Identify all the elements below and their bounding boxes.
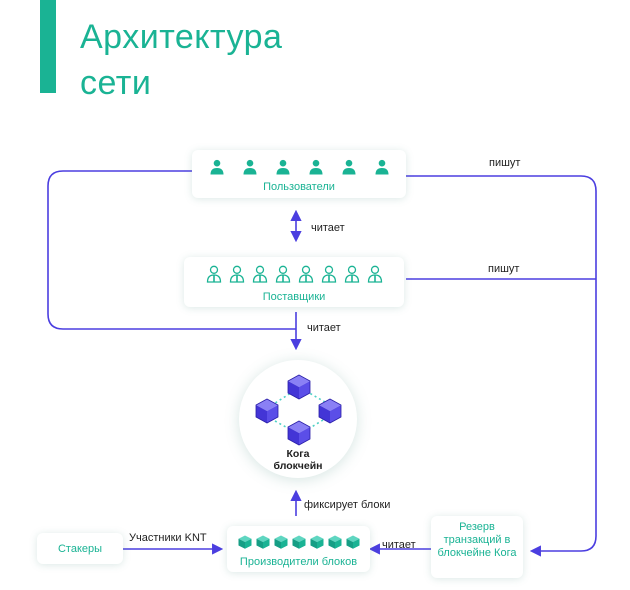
blockchain-cubes (255, 374, 342, 446)
blockchain-label-line-1: Кога (286, 448, 310, 460)
provider-icon (321, 265, 336, 283)
block-icon (274, 535, 287, 549)
block-icon (255, 398, 279, 424)
user-icon (309, 159, 322, 175)
page-title-line-2: сети (80, 64, 152, 102)
edge-label-stakers-producers: Участники KNT (129, 532, 207, 544)
users-node: Пользователи (192, 150, 406, 198)
provider-icon (275, 265, 290, 283)
provider-icon (252, 265, 267, 283)
users-label: Пользователи (263, 181, 335, 193)
producers-icons (227, 535, 370, 549)
providers-icons (184, 265, 404, 283)
block-icon (287, 374, 311, 400)
edge-label-providers-blockchain: читает (307, 322, 341, 334)
edge-label-providers-reserve: пишут (488, 263, 520, 275)
page-title-line-1: Архитектура (80, 18, 283, 56)
provider-icon (229, 265, 244, 283)
reserve-node: Резерв транзакций в блокчейне Кога (431, 516, 523, 578)
edge-label-producers-blockchain: фиксирует блоки (304, 499, 391, 511)
edge-users-blockchain-loop (47, 170, 296, 330)
stakers-label: Стакеры (57, 543, 103, 555)
edge-label-users-reserve: пишут (489, 157, 521, 169)
block-icon (256, 535, 269, 549)
block-icon (238, 535, 251, 549)
block-icon (287, 420, 311, 446)
provider-icon (344, 265, 359, 283)
edge-label-reserve-producers: читает (382, 539, 416, 551)
reserve-label-line-2: транзакций в (443, 534, 511, 546)
user-icon (375, 159, 388, 175)
stakers-node: Стакеры (37, 533, 123, 564)
producers-label: Производители блоков (239, 556, 358, 568)
providers-node: Поставщики (184, 257, 404, 307)
reserve-label-line-3: блокчейне Кога (437, 547, 517, 559)
user-icon (342, 159, 355, 175)
user-icon (276, 159, 289, 175)
block-icon (310, 535, 323, 549)
edge-label-users-providers: читает (311, 222, 345, 234)
reserve-label: Резерв транзакций в блокчейне Кога (431, 521, 523, 560)
provider-icon (367, 265, 382, 283)
providers-label: Поставщики (262, 291, 326, 303)
provider-icon (206, 265, 221, 283)
blockchain-node: Кога блокчейн (239, 360, 357, 478)
user-icon (210, 159, 223, 175)
blockchain-label: Кога блокчейн (239, 448, 357, 472)
blockchain-label-line-2: блокчейн (273, 460, 323, 472)
block-icon (318, 398, 342, 424)
title-accent-bar (40, 0, 56, 93)
users-icons (192, 159, 406, 175)
block-icon (292, 535, 305, 549)
page-title: Архитектура сети (80, 14, 282, 106)
reserve-label-line-1: Резерв (459, 521, 495, 533)
block-icon (328, 535, 341, 549)
edge-users-reserve (406, 175, 597, 557)
user-icon (243, 159, 256, 175)
producers-node: Производители блоков (227, 526, 370, 572)
block-icon (346, 535, 359, 549)
provider-icon (298, 265, 313, 283)
